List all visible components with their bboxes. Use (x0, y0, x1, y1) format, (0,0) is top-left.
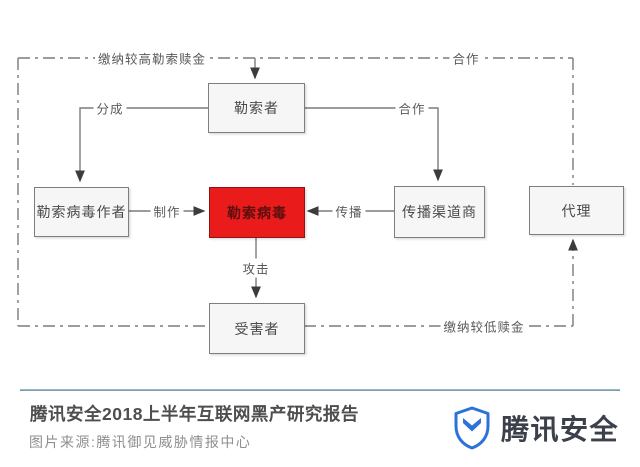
edge-coop-inner (303, 107, 443, 182)
tencent-security-shield-icon (452, 406, 492, 450)
edge-label-cooperation-top: 合作 (449, 48, 483, 68)
node-extortionist: 勒索者 (208, 83, 305, 133)
edge-label-cooperation-inner: 合作 (395, 98, 429, 118)
brand-logo: 腾讯安全 (452, 406, 619, 450)
node-ransomware: 勒索病毒 (209, 187, 305, 238)
node-distribution-channel: 传播渠道商 (394, 186, 485, 238)
edge-label-profit-share: 分成 (93, 98, 127, 118)
edge-label-make: 制作 (150, 201, 184, 221)
node-ransomware-author: 勒索病毒作者 (34, 187, 129, 237)
edge-share (75, 107, 208, 183)
node-agent: 代理 (529, 186, 624, 235)
edge-label-spread: 传播 (332, 201, 366, 221)
edge-label-pay-lower-ransom: 缴纳较低赎金 (440, 316, 528, 336)
brand-name: 腾讯安全 (501, 414, 620, 445)
footer-divider (20, 389, 620, 391)
report-title: 腾讯安全2018上半年互联网黑产研究报告 (30, 404, 359, 424)
image-source-caption: 图片来源:腾讯御见威胁情报中心 (29, 434, 252, 450)
edge-label-pay-higher-ransom: 缴纳较高勒索赎金 (94, 48, 210, 68)
node-victim: 受害者 (209, 303, 305, 354)
edge-label-attack: 攻击 (239, 258, 273, 278)
